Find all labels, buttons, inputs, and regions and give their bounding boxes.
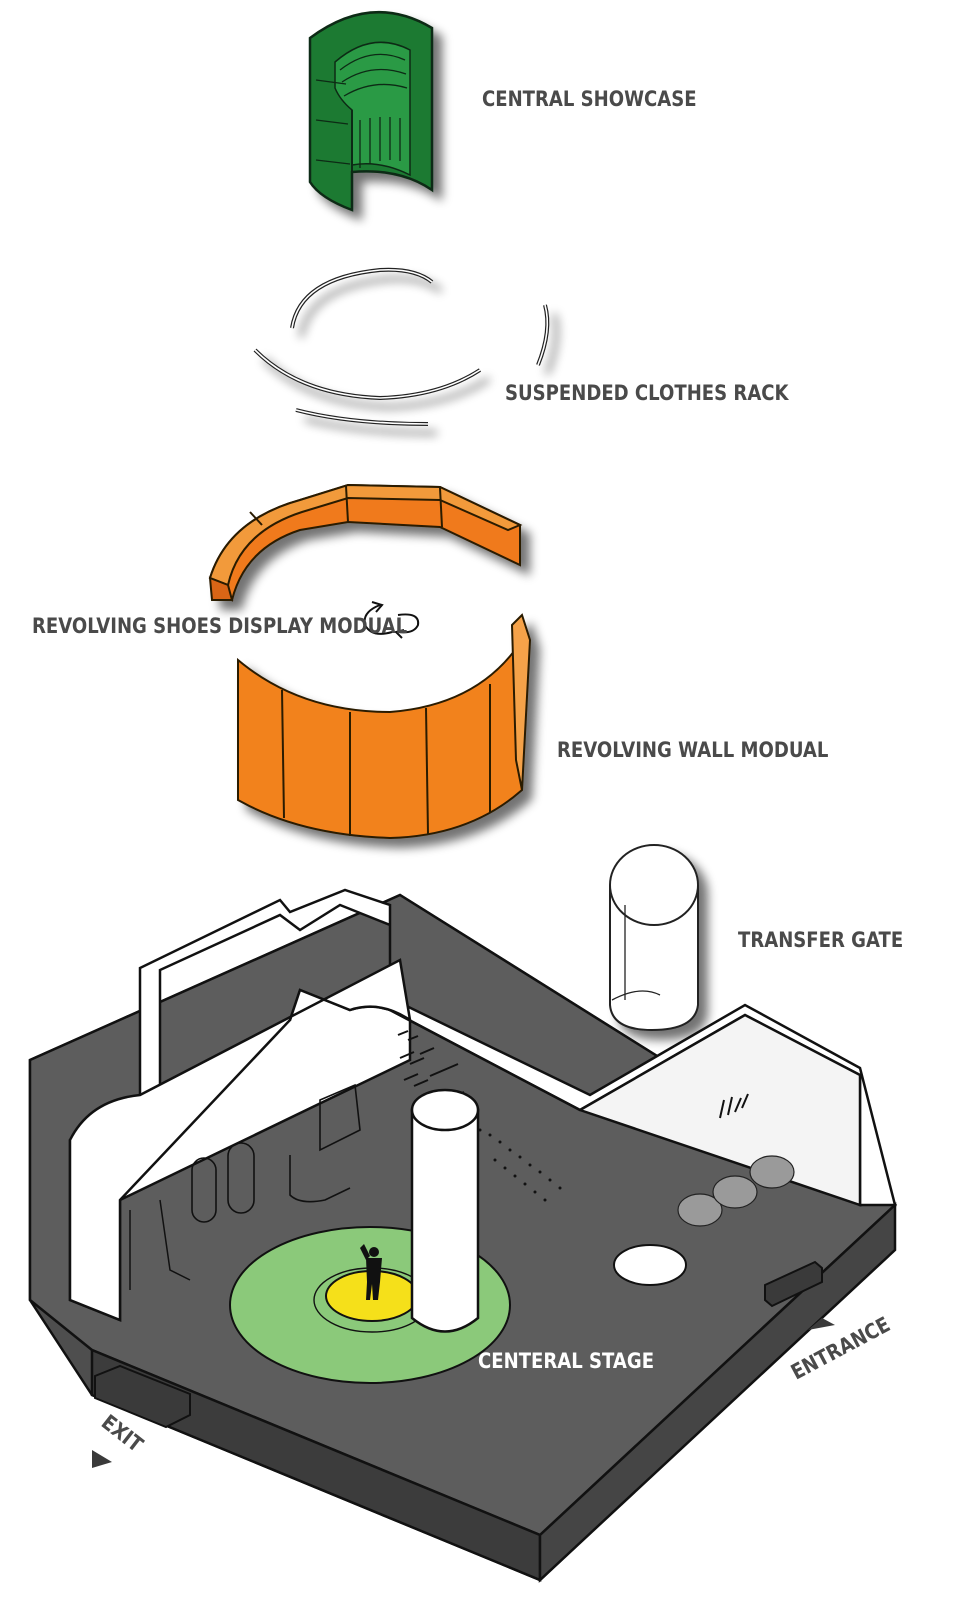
exhibition-walls bbox=[68, 888, 897, 1322]
revolving-shoes-display bbox=[208, 483, 523, 602]
suspended-clothes-rack bbox=[253, 267, 550, 426]
entrance-door bbox=[764, 1260, 823, 1308]
central-stage-label: CENTERAL STAGE bbox=[478, 1349, 654, 1374]
revolving-shoes-display-label: REVOLVING SHOES DISPLAY MODUAL bbox=[32, 614, 407, 639]
wall-niches bbox=[191, 1083, 361, 1223]
transfer-gate-label: TRANSFER GATE bbox=[738, 928, 903, 953]
exit-arrow-icon bbox=[92, 1450, 112, 1468]
central-showcase-label: CENTRAL SHOWCASE bbox=[482, 87, 697, 112]
exit-door bbox=[94, 1364, 191, 1429]
wall-logo-icon bbox=[719, 1093, 749, 1119]
urchin-seats bbox=[677, 1155, 795, 1227]
exit-indicator: EXIT bbox=[92, 1410, 148, 1468]
suspended-clothes-rack-label: SUSPENDED CLOTHES RACK bbox=[505, 381, 789, 406]
person-silhouette-icon bbox=[360, 1244, 382, 1300]
entrance-arrow-icon bbox=[808, 1318, 835, 1330]
wall-graphic-marks bbox=[397, 1030, 562, 1202]
rotation-arrows-icon bbox=[363, 601, 420, 639]
transfer-gate bbox=[609, 844, 699, 1032]
central-column bbox=[410, 1088, 480, 1333]
central-showcase bbox=[308, 10, 434, 212]
floor-disc bbox=[613, 1244, 687, 1286]
revolving-wall-label: REVOLVING WALL MODUAL bbox=[557, 738, 828, 763]
revolving-wall bbox=[237, 613, 532, 840]
